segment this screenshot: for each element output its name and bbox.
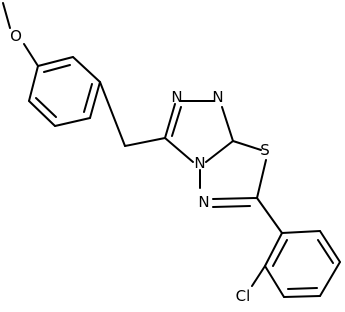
triazole-ring <box>164 100 234 163</box>
ring-bond <box>283 295 321 298</box>
ring-double-bond <box>287 287 318 290</box>
bond-o-ring <box>23 43 39 67</box>
atom-label-bridgehead-nitrogen: N <box>194 154 205 172</box>
ring-bond <box>264 265 285 298</box>
ring-double-bond <box>272 239 288 267</box>
ring-bond <box>205 140 234 163</box>
ring-double-bond <box>35 97 57 118</box>
ring-bond <box>54 117 91 127</box>
methoxyphenyl-ring <box>28 56 101 127</box>
atom-label-sulfur: S <box>260 141 270 159</box>
ring-bond <box>232 140 262 151</box>
bond-ring-ch2 <box>99 81 126 147</box>
ring-bond <box>319 230 341 263</box>
ring-bond <box>164 137 194 163</box>
ring-bond <box>37 56 74 67</box>
ring-double-bond <box>43 64 71 73</box>
bond-ring-cl <box>251 265 266 287</box>
bond-methyl-o <box>2 2 11 29</box>
ring-bond <box>89 81 101 119</box>
atom-label-triazole-nitrogen: N <box>212 88 223 106</box>
ring-double-bond <box>171 106 182 137</box>
bond-thiadiazole-ring <box>256 197 283 234</box>
thiadiazole-ring <box>199 140 267 208</box>
bond-ch2-triazole <box>124 137 166 147</box>
ring-bond <box>28 100 56 127</box>
ring-double-bond <box>317 239 334 264</box>
ring-bond <box>319 261 341 297</box>
ring-double-bond <box>83 83 93 113</box>
ring-bond <box>281 230 321 234</box>
atom-label-chlorine: Cl <box>236 287 251 305</box>
ring-double-bond <box>212 205 251 208</box>
ring-bond <box>72 56 101 83</box>
ring-double-bond <box>212 197 258 200</box>
atom-label-triazole-nitrogen: N <box>171 88 182 106</box>
ring-bond <box>221 106 234 142</box>
ring-bond <box>264 232 283 267</box>
ring-bond <box>256 159 267 199</box>
atom-label-thiadiazole-nitrogen: N <box>198 193 209 211</box>
atom-label-methoxy-oxygen: O <box>10 27 22 45</box>
chlorophenyl-ring <box>264 230 341 298</box>
ring-bond <box>28 65 39 102</box>
ring-bond <box>164 103 176 139</box>
